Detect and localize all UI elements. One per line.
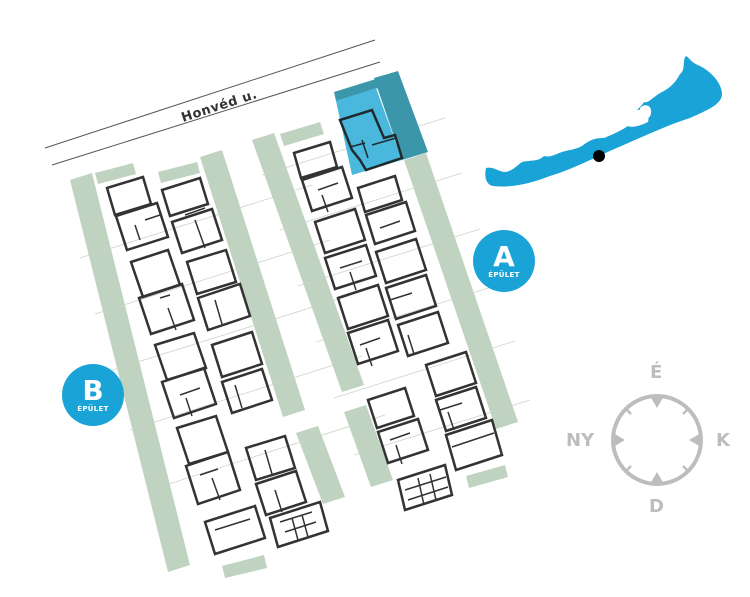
apartment-unit [424, 350, 478, 398]
building-b-site [70, 150, 386, 578]
building-b-label: ÉPÜLET [77, 404, 109, 413]
street-edge-south [51, 61, 381, 166]
apartment-unit [185, 248, 238, 296]
lake-shape [485, 56, 722, 187]
building-b-badge[interactable]: B ÉPÜLET [62, 364, 124, 426]
apartment-unit [374, 237, 428, 285]
highlighted-apartment-walls [338, 108, 404, 172]
green-area [252, 133, 364, 392]
compass-north-label: É [650, 362, 663, 383]
apartment-unit [356, 174, 404, 214]
apartment-unit [323, 243, 378, 291]
apartment-unit [254, 469, 308, 517]
highlighted-terrace-strip [334, 79, 378, 101]
apartment-unit [444, 418, 504, 472]
apartment-unit [160, 366, 218, 420]
apartment-unit [346, 318, 400, 366]
compass-arrow-west [613, 433, 625, 447]
apartment-unit [203, 504, 267, 556]
apartment-unit [137, 282, 196, 336]
compass-east-label: K [716, 430, 730, 451]
apartment-unit [364, 200, 417, 246]
apartment-unit [175, 414, 230, 466]
green-area [296, 426, 345, 504]
apartment-unit [210, 330, 264, 379]
green-area [280, 122, 324, 146]
apartment-unit [160, 176, 210, 218]
apartment-unit [292, 140, 339, 180]
building-a-letter: A [493, 239, 515, 273]
building-a-site [252, 71, 531, 512]
green-area [70, 173, 190, 572]
apartment-unit [396, 310, 450, 358]
locator-map [485, 56, 722, 187]
compass [611, 394, 703, 486]
apartment-unit [170, 207, 224, 255]
building-b-letter: B [82, 373, 104, 407]
building-a-label: ÉPÜLET [488, 270, 520, 279]
apartment-unit [105, 175, 153, 217]
apartment-unit [220, 367, 274, 415]
green-area [222, 555, 267, 578]
apartment-unit [384, 273, 438, 321]
green-area [466, 465, 508, 488]
compass-arrow-east [689, 433, 701, 447]
street-edge-north [44, 39, 376, 149]
compass-arrow-south [650, 472, 664, 484]
building-a-badge[interactable]: A ÉPÜLET [473, 230, 535, 292]
lake-peninsula-notch [640, 105, 652, 119]
apartment-unit [196, 282, 252, 332]
compass-tick [625, 408, 632, 415]
apartment-unit [300, 165, 354, 213]
compass-arrow-north [650, 396, 664, 408]
street-name: Honvéd u. [180, 87, 260, 126]
green-area [158, 162, 200, 183]
compass-west-label: NY [566, 430, 595, 451]
compass-south-label: D [649, 496, 664, 517]
green-area [95, 163, 136, 184]
apartment-unit [114, 201, 170, 252]
green-area [404, 153, 518, 429]
apartment-unit [184, 450, 242, 506]
apartment-unit [153, 331, 208, 382]
apartment-unit [313, 207, 367, 255]
apartment-unit [336, 283, 390, 331]
location-marker-dot [593, 150, 605, 162]
apartment-unit [244, 434, 297, 482]
apartment-unit [396, 463, 454, 512]
compass-tick [682, 408, 689, 415]
apartment-unit [434, 385, 488, 433]
apartment-unit [376, 417, 430, 465]
apartment-unit [366, 386, 416, 430]
compass-tick [625, 465, 632, 472]
highlighted-apartment [336, 88, 402, 175]
green-area [344, 405, 393, 487]
compass-tick [682, 465, 689, 472]
green-area [200, 150, 305, 417]
highlighted-terrace [374, 71, 428, 160]
apartment-unit [268, 500, 330, 549]
